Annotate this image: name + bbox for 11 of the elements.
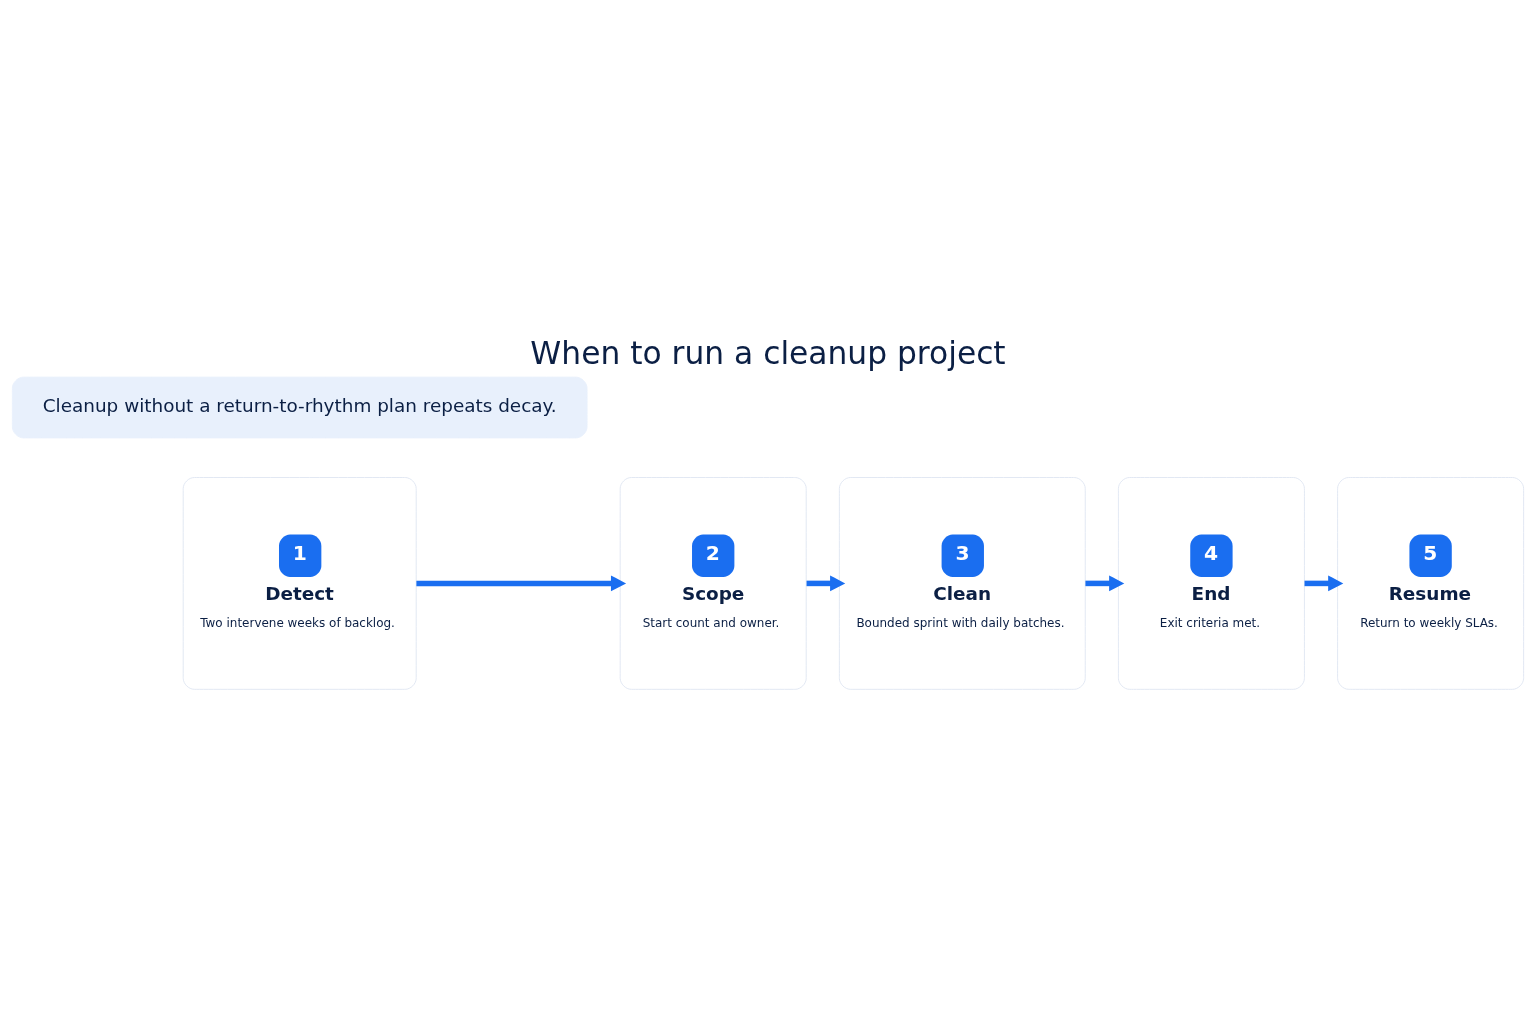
node-box: 2 Scope Start count and owner. bbox=[619, 476, 807, 690]
arrow bbox=[1304, 574, 1344, 591]
node-box: 4 End Exit criteria met. bbox=[1117, 476, 1305, 690]
arrow bbox=[1085, 574, 1125, 591]
node-box: 3 Clean Bounded sprint with daily batches. bbox=[838, 476, 1086, 690]
node-box: 1 Detect Two intervene weeks of backlog. bbox=[182, 476, 417, 690]
node-box: 5 Resume Return to weekly SLAs. bbox=[1337, 476, 1525, 690]
diagram-title: When to run a cleanup project bbox=[530, 334, 1006, 371]
arrow bbox=[416, 574, 627, 591]
arrow bbox=[806, 574, 846, 591]
node-box: Cleanup without a return-to-rhythm plan repeats decay. bbox=[11, 376, 588, 438]
